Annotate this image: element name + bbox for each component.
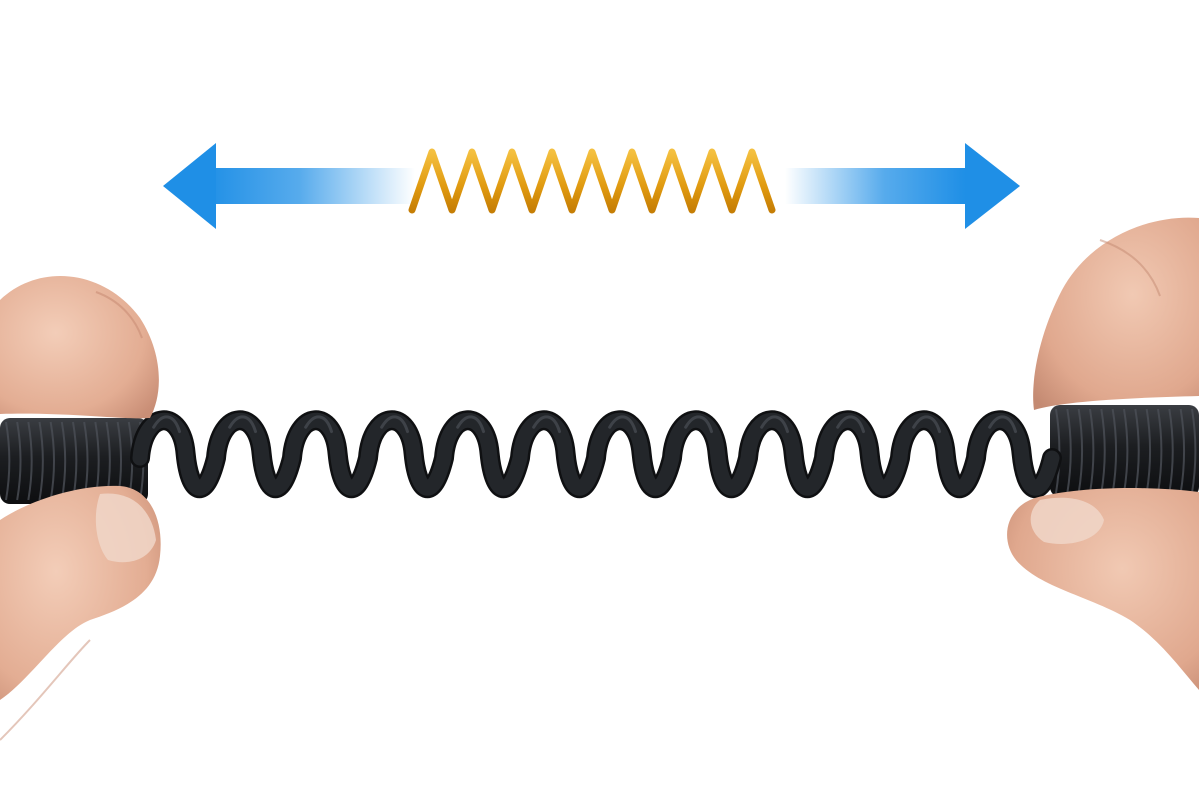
right-compressed-coil <box>1050 405 1199 497</box>
coil-ring <box>1134 408 1140 494</box>
coil-ring <box>5 421 11 501</box>
coil-ring <box>1157 408 1163 494</box>
coil-ring <box>27 421 33 501</box>
right-hand <box>1007 217 1199 690</box>
arrow-right-icon <box>785 143 1020 229</box>
coil-ring <box>1145 408 1152 494</box>
coil-ring <box>1089 408 1095 494</box>
coil-ring <box>1123 408 1129 494</box>
coil-ring <box>38 421 44 501</box>
coil-ring <box>1077 408 1084 494</box>
coil-ring <box>1168 408 1174 494</box>
coil-ring <box>1179 408 1186 494</box>
coiled-cable <box>132 412 1060 496</box>
arrow-left-icon <box>163 143 415 229</box>
spring-icon <box>408 148 776 214</box>
coil-ring <box>16 421 22 501</box>
coil-ring <box>1191 408 1197 494</box>
left-hand <box>0 276 161 741</box>
coil-ring <box>1100 408 1106 494</box>
coil-ring <box>1111 408 1118 494</box>
coil-ring <box>1055 408 1061 494</box>
coil-ring <box>49 421 55 501</box>
coil-ring <box>1066 408 1072 494</box>
coil-ring <box>60 421 67 501</box>
coiled-cable-highlight <box>152 415 1018 434</box>
